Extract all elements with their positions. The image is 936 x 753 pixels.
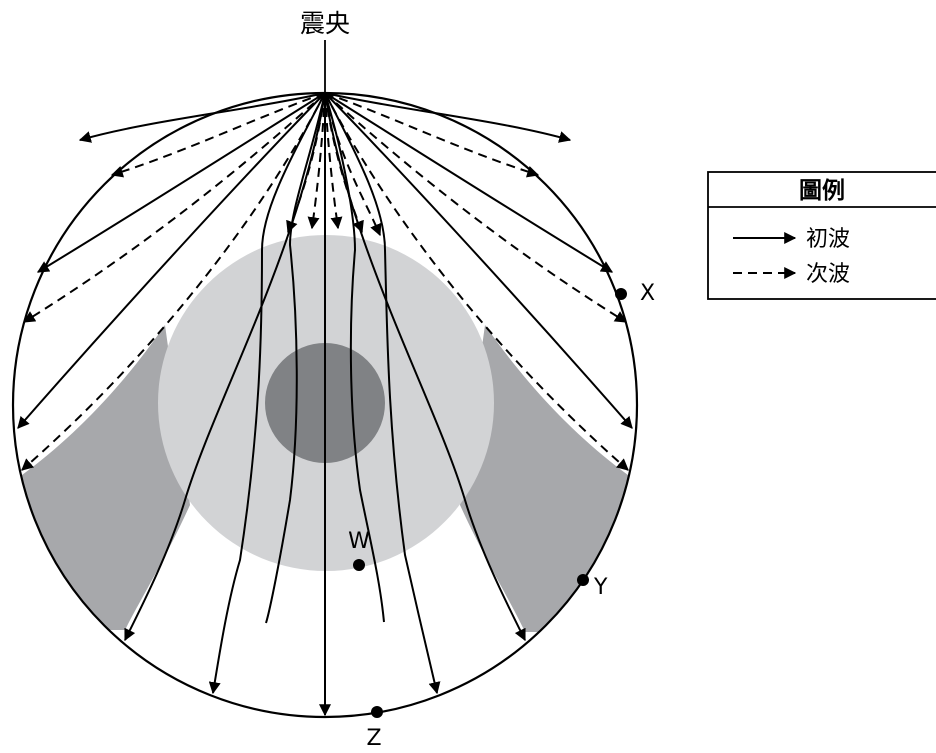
secondary-wave-ray (307, 92, 326, 230)
secondary-wave-ray (324, 92, 629, 471)
legend-secondary-label: 次波 (806, 262, 850, 287)
secondary-wave-ray (21, 92, 326, 471)
point-w-label: W (348, 529, 370, 554)
secondary-wave-paths (21, 92, 629, 471)
station-x-dot (615, 288, 627, 300)
primary-wave-ray (324, 92, 572, 143)
station-z-dot (371, 706, 383, 718)
primary-wave-ray (265, 92, 326, 624)
primary-wave-ray (324, 92, 614, 273)
legend-primary-label: 初波 (806, 227, 850, 252)
secondary-wave-ray (286, 92, 326, 234)
station-z-label: Z (366, 726, 381, 751)
earth-outline (11, 91, 639, 719)
primary-wave-ray (324, 92, 633, 429)
station-y-label: Y (593, 575, 608, 600)
secondary-wave-ray (324, 92, 382, 237)
legend-box (707, 171, 936, 300)
station-y-dot (577, 574, 589, 586)
station-x-label: X (640, 281, 655, 306)
legend: 圖例 初波 次波 (707, 171, 936, 300)
legend-title: 圖例 (799, 178, 845, 204)
secondary-wave-ray (22, 92, 326, 323)
shadow-zone-right (460, 325, 637, 632)
primary-wave-ray (324, 92, 441, 695)
primary-wave-ray (36, 92, 326, 273)
secondary-wave-ray (110, 92, 326, 178)
primary-wave-ray (17, 92, 326, 429)
primary-wave-ray (208, 92, 326, 695)
primary-wave-ray (78, 92, 326, 143)
point-w-dot (353, 559, 365, 571)
secondary-wave-ray (324, 92, 343, 230)
secondary-wave-ray (324, 92, 540, 178)
secondary-wave-ray (324, 92, 364, 234)
epicenter-label: 震央 (300, 9, 350, 38)
secondary-wave-ray (324, 92, 628, 323)
